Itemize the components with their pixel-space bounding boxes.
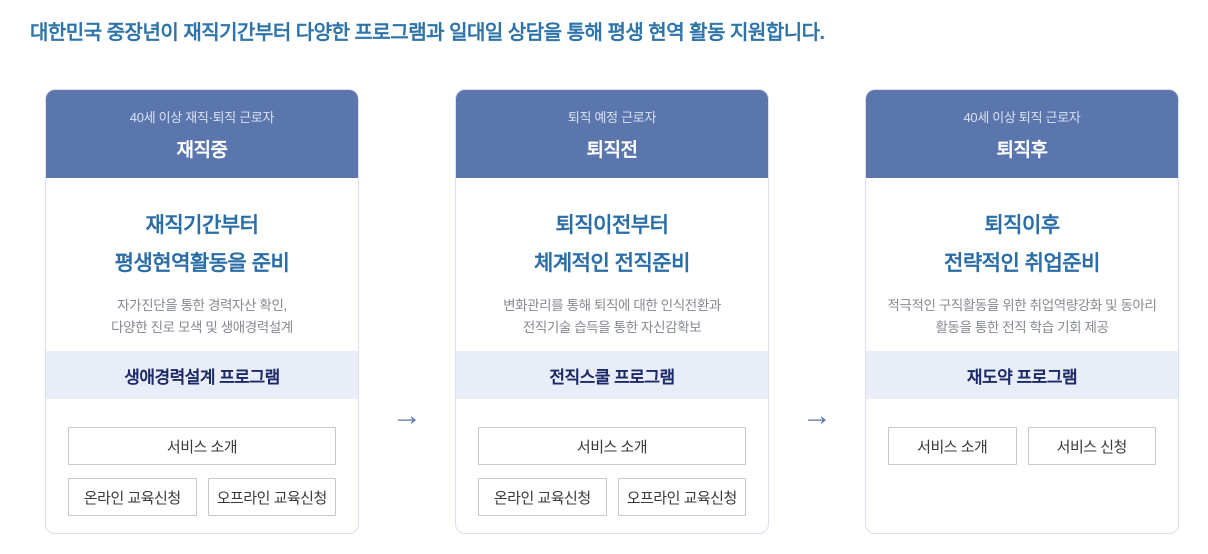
- arrow-right-icon: →: [392, 399, 422, 432]
- program-card-pre-retirement: 퇴직 예정 근로자 퇴직전 퇴직이전부터 체계적인 전직준비 변화관리를 통해 …: [455, 89, 769, 534]
- card-buttons: 서비스 소개 온라인 교육신청 오프라인 교육신청: [46, 399, 358, 516]
- card-title-line1: 퇴직이전부터: [555, 214, 669, 237]
- service-intro-button[interactable]: 서비스 소개: [888, 427, 1017, 465]
- service-intro-button[interactable]: 서비스 소개: [68, 427, 336, 465]
- card-desc-line2: 전직기술 습득을 통한 자신감확보: [522, 320, 702, 335]
- card-title-line2: 전략적인 취업준비: [944, 252, 1100, 275]
- audience-label: 40세 이상 재직·퇴직 근로자: [129, 109, 275, 125]
- card-title-line1: 재직기간부터: [145, 214, 259, 237]
- card-desc-line2: 다양한 진로 모색 및 생애경력설계: [111, 320, 293, 335]
- program-cards-row: 40세 이상 재직·퇴직 근로자 재직중 재직기간부터 평생현역활동을 준비 자…: [45, 89, 1208, 534]
- card-title: 퇴직이후 전략적인 취업준비: [866, 207, 1178, 283]
- card-title-line1: 퇴직이후: [984, 214, 1060, 237]
- offline-education-apply-button[interactable]: 오프라인 교육신청: [617, 478, 746, 516]
- program-name-band: 재도약 프로그램: [866, 351, 1178, 399]
- program-card-employed: 40세 이상 재직·퇴직 근로자 재직중 재직기간부터 평생현역활동을 준비 자…: [45, 89, 359, 534]
- stage-label: 재직중: [176, 139, 228, 161]
- online-education-apply-button[interactable]: 온라인 교육신청: [68, 478, 197, 516]
- card-description: 변화관리를 통해 퇴직에 대한 인식전환과 전직기술 습득을 통한 자신감확보: [456, 295, 768, 339]
- card-desc-line1: 적극적인 구직활동을 위한 취업역량강화 및 동아리: [887, 298, 1157, 313]
- program-name-band: 전직스쿨 프로그램: [456, 351, 768, 399]
- card-header: 퇴직 예정 근로자 퇴직전: [456, 90, 768, 178]
- card-desc-line1: 자가진단을 통한 경력자산 확인,: [117, 298, 287, 313]
- card-desc-line1: 변화관리를 통해 퇴직에 대한 인식전환과: [503, 298, 721, 313]
- card-buttons: 서비스 소개 온라인 교육신청 오프라인 교육신청: [456, 399, 768, 516]
- arrow-zone: →: [359, 401, 455, 431]
- service-apply-button[interactable]: 서비스 신청: [1027, 427, 1156, 465]
- card-title: 재직기간부터 평생현역활동을 준비: [46, 207, 358, 283]
- audience-label: 40세 이상 퇴직 근로자: [963, 109, 1081, 125]
- card-title-line2: 체계적인 전직준비: [534, 252, 690, 275]
- card-header: 40세 이상 퇴직 근로자 퇴직후: [866, 90, 1178, 178]
- card-description: 자가진단을 통한 경력자산 확인, 다양한 진로 모색 및 생애경력설계: [46, 295, 358, 339]
- arrow-right-icon: →: [802, 399, 832, 432]
- stage-label: 퇴직전: [586, 139, 638, 161]
- offline-education-apply-button[interactable]: 오프라인 교육신청: [207, 478, 336, 516]
- arrow-zone: →: [769, 401, 865, 431]
- card-buttons: 서비스 소개 서비스 신청: [866, 399, 1178, 465]
- card-title: 퇴직이전부터 체계적인 전직준비: [456, 207, 768, 283]
- program-card-post-retirement: 40세 이상 퇴직 근로자 퇴직후 퇴직이후 전략적인 취업준비 적극적인 구직…: [865, 89, 1179, 534]
- program-name-band: 생애경력설계 프로그램: [46, 351, 358, 399]
- audience-label: 퇴직 예정 근로자: [567, 109, 657, 125]
- card-desc-line2: 활동을 통한 전직 학습 기회 제공: [935, 320, 1109, 335]
- page-title: 대한민국 중장년이 재직기간부터 다양한 프로그램과 일대일 상담을 통해 평생…: [30, 22, 825, 44]
- card-title-line2: 평생현역활동을 준비: [114, 252, 290, 275]
- card-description: 적극적인 구직활동을 위한 취업역량강화 및 동아리 활동을 통한 전직 학습 …: [866, 295, 1178, 339]
- service-intro-button[interactable]: 서비스 소개: [478, 427, 746, 465]
- card-header: 40세 이상 재직·퇴직 근로자 재직중: [46, 90, 358, 178]
- stage-label: 퇴직후: [996, 139, 1048, 161]
- online-education-apply-button[interactable]: 온라인 교육신청: [478, 478, 607, 516]
